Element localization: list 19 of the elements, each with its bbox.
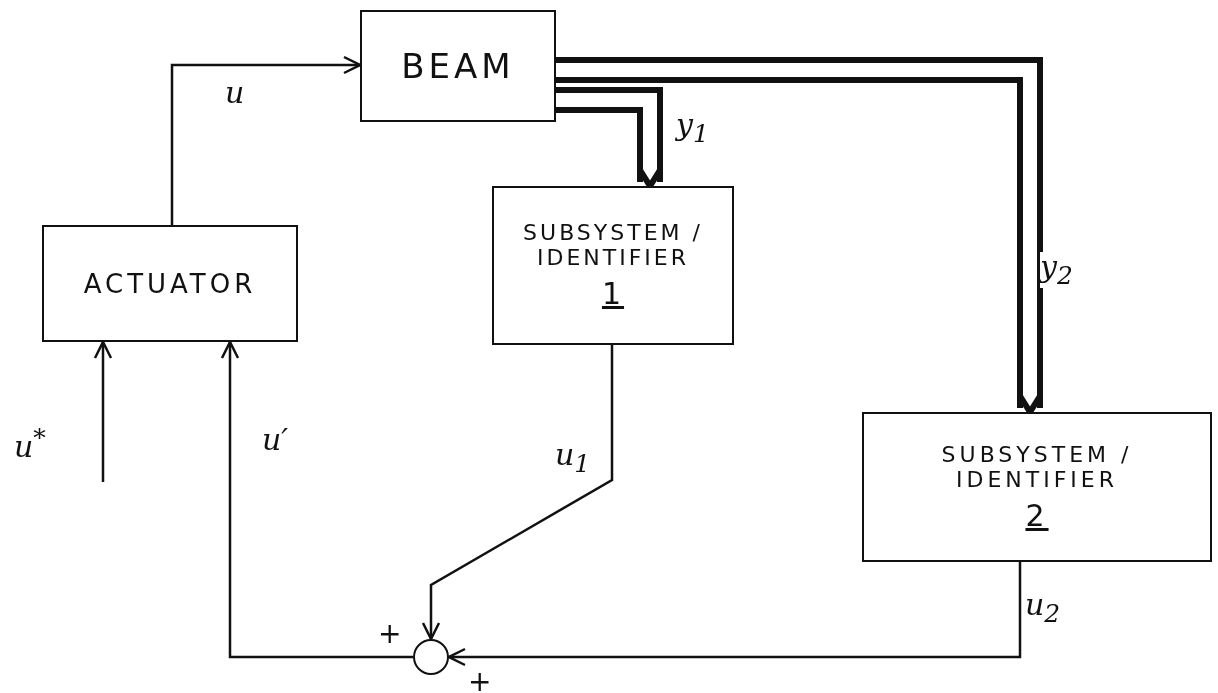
block-label: ACTUATOR: [83, 268, 257, 299]
block-box: [360, 10, 556, 122]
arrow: [93, 340, 113, 482]
arrow: [421, 345, 614, 641]
block-box: [42, 225, 298, 342]
block-number: 2: [1025, 497, 1049, 533]
signal-label: y$_{2}$: [1040, 252, 1073, 288]
sign-label: +: [468, 668, 492, 693]
block-label: BEAM: [401, 46, 515, 86]
arrow: [220, 340, 413, 659]
block-label: SUBSYSTEM / IDENTIFIER: [522, 220, 704, 270]
block-number: 1: [601, 276, 625, 311]
block-box: [492, 186, 734, 345]
arrow: [447, 562, 1022, 667]
summing-junction: [413, 639, 449, 675]
sign-label: +: [378, 620, 402, 648]
block-box: [862, 412, 1212, 562]
block-label: SUBSYSTEM / IDENTIFIER: [940, 441, 1134, 492]
arrow: [170, 55, 362, 225]
